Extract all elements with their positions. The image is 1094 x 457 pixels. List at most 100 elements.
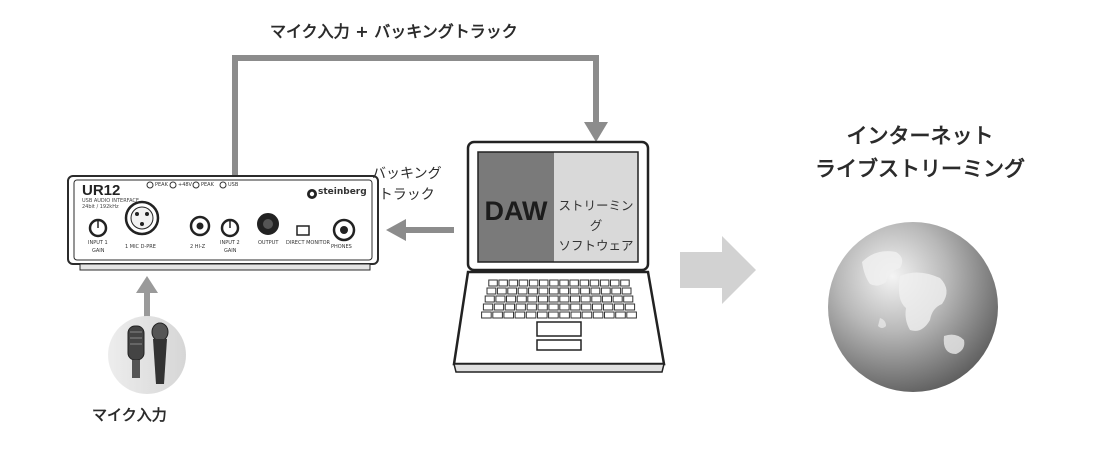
brand-label: steinberg	[318, 187, 367, 197]
internet-arrow	[680, 236, 756, 304]
keyboard-key	[600, 287, 611, 295]
keyboard-key	[615, 311, 626, 319]
keyboard-key	[592, 311, 604, 319]
keyboard-key	[570, 303, 581, 311]
keyboard-key	[559, 279, 569, 287]
phones-label: PHONES	[331, 244, 352, 250]
globe	[828, 222, 998, 392]
usb-label: USB	[228, 182, 239, 188]
keyboard-key	[506, 295, 517, 303]
keyboard-key	[559, 295, 570, 303]
phantom-label: +48V	[178, 182, 192, 188]
keyboard-key	[539, 279, 549, 287]
keyboard-key	[508, 279, 519, 287]
keyboard-key	[581, 303, 592, 311]
mic-pre-label: 1 MIC D-PRE	[125, 244, 156, 250]
keyboard-key	[482, 303, 494, 311]
keyboard-key	[559, 287, 570, 295]
keyboard-key	[590, 287, 601, 295]
software-label-line2: ソフトウェア	[558, 238, 634, 253]
keyboard-key	[601, 295, 613, 303]
keyboard-key	[514, 311, 526, 319]
keyboard-key	[538, 295, 549, 303]
keyboard-key	[525, 311, 537, 319]
keyboard-key	[538, 287, 549, 295]
keyboard-key	[589, 279, 600, 287]
keyboard-key	[610, 279, 620, 287]
keyboard-key	[626, 311, 637, 319]
keyboard-key	[613, 303, 625, 311]
mic-arrowhead	[136, 276, 158, 293]
backing-label-line1: バッキング	[372, 166, 442, 182]
keyboard-key	[488, 279, 498, 287]
interface-sub-line2: 24bit / 192kHz	[82, 204, 119, 210]
hiz-label: 2 HI-Z	[190, 244, 206, 250]
backing-track-label: バッキング トラック	[372, 164, 442, 206]
audio-interface	[67, 175, 379, 271]
keyboard-key	[569, 279, 579, 287]
keyboard-key	[559, 303, 570, 311]
input1-label: INPUT 1	[88, 240, 108, 246]
keyboard-key	[515, 303, 526, 311]
keyboard-key	[495, 295, 506, 303]
keyboard-key	[526, 303, 537, 311]
keyboard-key	[481, 311, 492, 319]
keyboard-key	[517, 287, 528, 295]
loop-arrowhead	[584, 122, 608, 142]
keyboard-key	[504, 303, 516, 311]
keyboard-key	[580, 287, 590, 295]
streaming-software-pane	[554, 152, 638, 262]
keyboard-key	[518, 279, 529, 287]
signal-loop-arrow	[232, 55, 599, 180]
backing-label-line2: トラック	[378, 187, 435, 203]
gain1-label: GAIN	[92, 248, 105, 254]
keyboard-key	[623, 295, 634, 303]
interface-sub-line1: USB AUDIO INTERFACE	[82, 198, 140, 204]
laptop	[452, 140, 666, 373]
keyboard-key	[621, 287, 632, 295]
peak2-label: PEAK	[201, 182, 214, 188]
keyboard-key	[570, 295, 581, 303]
keyboard-key	[503, 311, 514, 319]
backing-arrowhead	[386, 219, 406, 241]
direct-monitor-switch[interactable]	[296, 225, 310, 236]
keyboard-key	[496, 287, 507, 295]
keyboard-key	[498, 279, 508, 287]
input2-label: INPUT 2	[220, 240, 240, 246]
keyboard-key	[548, 287, 559, 295]
output-label: OUTPUT	[258, 240, 279, 246]
mic-input-label: マイク入力	[92, 406, 167, 424]
internet-streaming-label: インターネット ライブストリーミング	[770, 120, 1070, 186]
gain2-label: GAIN	[224, 248, 237, 254]
keyboard-key	[624, 303, 636, 311]
software-label-line1: ストリーミング	[558, 198, 634, 233]
keyboard-key	[559, 311, 570, 319]
keyboard-key	[570, 311, 582, 319]
keyboard-key	[486, 287, 497, 295]
internet-label-line1: インターネット	[846, 124, 994, 148]
keyboard-key	[548, 295, 559, 303]
keyboard-key	[528, 287, 538, 295]
keyboard-key	[484, 295, 495, 303]
keyboard-key	[580, 295, 591, 303]
interface-model: UR12	[82, 182, 121, 199]
keyboard-key	[599, 279, 610, 287]
keyboard-key	[592, 303, 603, 311]
keyboard-key	[548, 311, 559, 319]
keyboard-key	[604, 311, 615, 319]
keyboard-key	[527, 295, 538, 303]
interface-subtitle: USB AUDIO INTERFACE 24bit / 192kHz	[82, 198, 139, 210]
direct-monitor-label: DIRECT MONITOR	[286, 240, 331, 246]
touchpad[interactable]	[536, 321, 582, 337]
keyboard-key	[611, 287, 622, 295]
keyboard-key	[603, 303, 614, 311]
internet-label-line2: ライブストリーミング	[815, 157, 1025, 181]
keyboard-key	[548, 303, 559, 311]
keyboard-key	[492, 311, 503, 319]
keyboard-key	[569, 287, 580, 295]
keyboard-key	[507, 287, 518, 295]
keyboard-key	[537, 303, 548, 311]
peak1-label: PEAK	[155, 182, 168, 188]
